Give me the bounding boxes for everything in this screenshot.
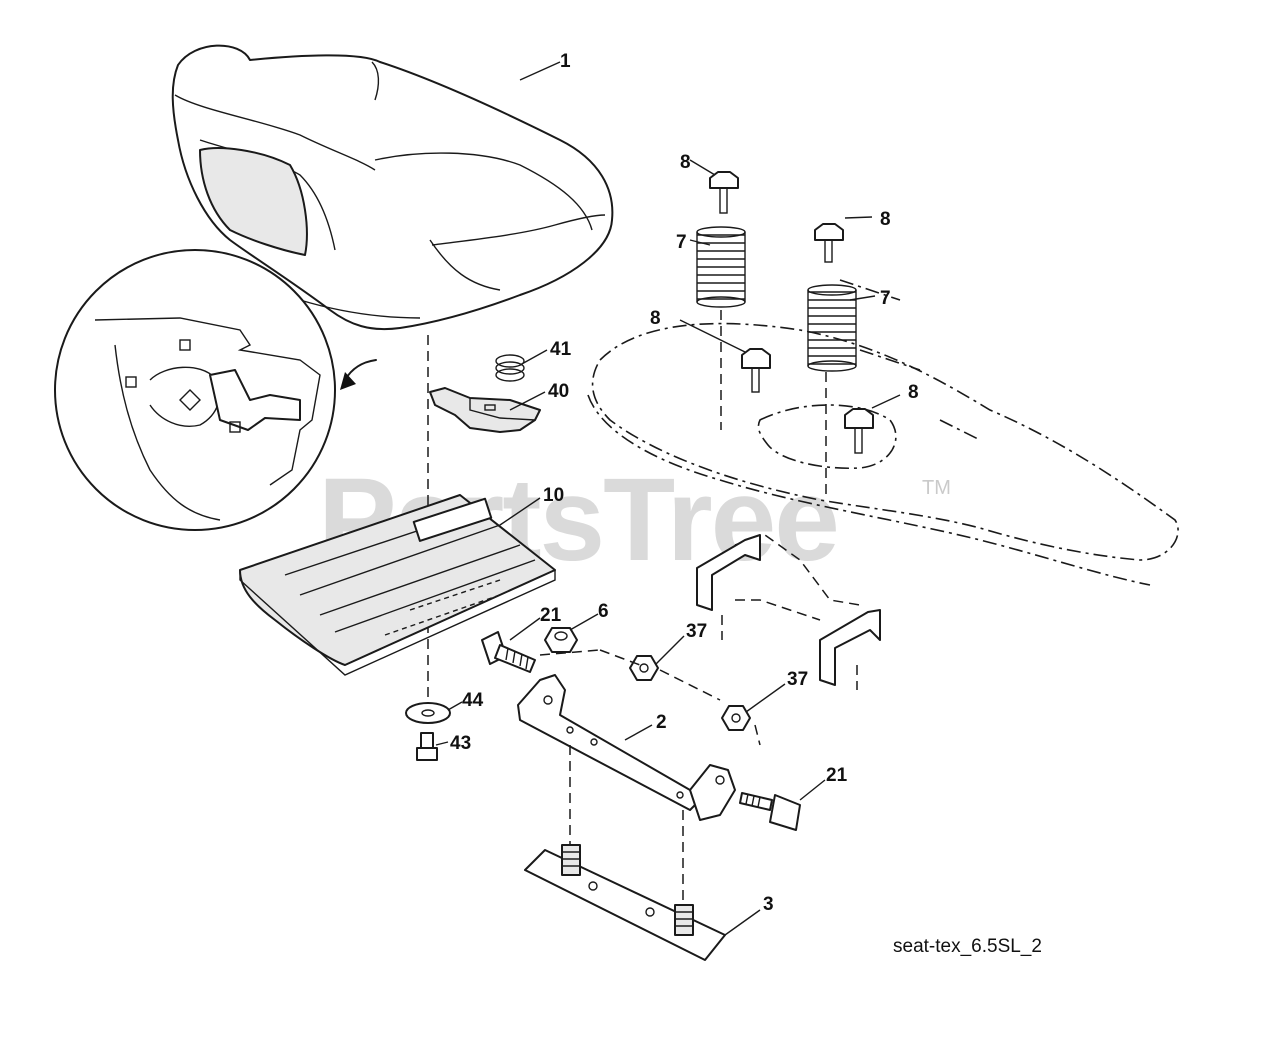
callout-37-a: 37: [686, 621, 707, 642]
callout-labels: 1 8 8 8 8 7 7 41 40 10 21 6 37 37 44 43 …: [450, 51, 919, 915]
callout-10: 10: [543, 485, 564, 506]
part-21-bolt-left: [481, 631, 536, 673]
part-37-nut-a: [629, 655, 659, 681]
part-37-nut-b: [721, 705, 751, 731]
part-10-seat-plate: [239, 494, 556, 676]
callout-3: 3: [763, 894, 774, 915]
frame-outline: [587, 279, 1179, 621]
callout-41: 41: [550, 339, 572, 360]
leader-lines: [435, 61, 901, 936]
callout-8-d: 8: [908, 382, 919, 403]
part-8-bolt-d: [844, 408, 874, 454]
callout-7-b: 7: [880, 288, 891, 309]
part-7-spring-a: [696, 226, 746, 308]
callout-8-b: 8: [880, 209, 891, 230]
callout-6: 6: [598, 601, 609, 622]
callout-37-b: 37: [787, 669, 808, 690]
part-8-bolt-b: [814, 223, 844, 263]
seat-cushion: [171, 44, 614, 331]
part-40-latch: [429, 387, 541, 433]
part-8-bolt-c: [741, 348, 771, 393]
part-6-nut: [544, 627, 578, 653]
callout-21-a: 21: [540, 605, 562, 626]
callout-7-a: 7: [676, 232, 687, 253]
frame-bracket: [696, 534, 881, 690]
diagram-caption: seat-tex_6.5SL_2: [893, 936, 1042, 957]
part-41-spring: [495, 354, 525, 382]
detail-inset: [54, 249, 377, 531]
part-21-bolt-right: [739, 792, 801, 831]
callout-21-b: 21: [826, 765, 848, 786]
part-2-bracket: [517, 674, 736, 821]
watermark-trademark: TM: [922, 477, 951, 499]
callout-2: 2: [656, 712, 667, 733]
callout-8-c: 8: [650, 308, 661, 329]
part-43-bolt: [416, 732, 438, 761]
part-44-washer: [405, 702, 451, 724]
part-8-bolt-a: [709, 171, 739, 214]
callout-8-a: 8: [680, 152, 691, 173]
part-3-base-plate: [524, 844, 726, 961]
callout-43: 43: [450, 733, 471, 754]
callout-1: 1: [560, 51, 571, 72]
callout-40: 40: [548, 381, 569, 402]
callout-44: 44: [462, 690, 484, 711]
part-7-spring-b: [807, 284, 857, 372]
